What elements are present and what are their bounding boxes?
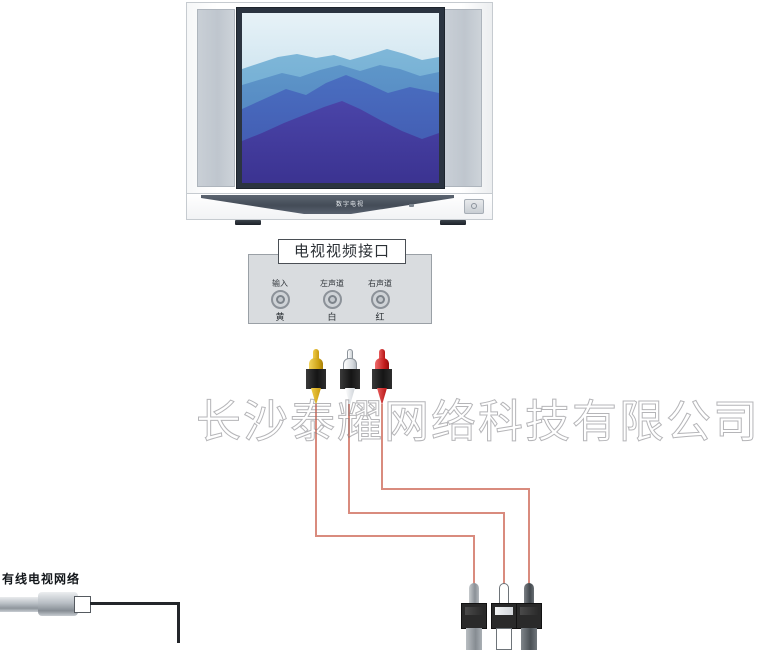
plug-tip	[524, 583, 534, 605]
plug-barrel	[372, 369, 392, 389]
white-wire-segment-drop	[503, 512, 505, 585]
yellow-wire-segment-horizontal	[315, 535, 475, 537]
coax-f-connector	[38, 592, 78, 616]
plug-barrel	[340, 369, 360, 389]
video-input-jack[interactable]	[270, 290, 290, 309]
plug-shoulder	[309, 358, 323, 371]
jack-group-right-channel: 右声道 红	[358, 278, 402, 323]
panel-title: 电视视频接口	[278, 239, 406, 264]
tv-foot-right	[440, 220, 466, 225]
jack-top-label: 右声道	[368, 279, 392, 288]
jack-color-label: 红	[375, 313, 385, 323]
watermark-text: 长沙泰耀网络科技有限公司	[196, 395, 758, 448]
right-audio-jack[interactable]	[370, 290, 390, 309]
plug-grip	[465, 607, 483, 615]
plug-tail	[466, 628, 482, 650]
coax-cable	[0, 597, 42, 612]
plug-tail	[496, 628, 512, 650]
tv-screen-bezel	[236, 7, 445, 189]
tv-video-interface-panel	[248, 254, 432, 324]
jack-group-input: 输入 黄	[258, 278, 302, 323]
plug-tip	[499, 583, 509, 605]
plug-barrel	[306, 369, 326, 389]
plug-shoulder	[375, 358, 389, 371]
power-button[interactable]	[464, 199, 484, 214]
tv-indicator-led	[409, 204, 414, 207]
plug-grip	[495, 607, 513, 615]
white-wire-segment-vertical	[348, 404, 350, 514]
plug-tail	[521, 628, 537, 650]
tv-base-panel: 数字电视	[186, 194, 493, 220]
tv-speaker-right	[444, 9, 482, 187]
tv-control-band	[201, 195, 454, 214]
red-wire-segment-vertical	[381, 404, 383, 490]
white-wire-segment-horizontal	[348, 512, 505, 514]
tv-screen	[242, 13, 439, 183]
plug-tip	[345, 388, 355, 405]
tv-speaker-left	[197, 9, 235, 187]
plug-tip	[311, 388, 321, 405]
plug-pin	[379, 349, 385, 362]
cable-source-label: 有线电视网络	[2, 572, 81, 586]
yellow-wire-segment-drop	[473, 535, 475, 585]
jack-top-label: 左声道	[320, 279, 344, 288]
yellow-wire-segment-vertical	[315, 404, 317, 537]
coax-wire-vertical	[177, 602, 180, 643]
red-wire-segment-drop	[528, 488, 530, 585]
jack-color-label: 黄	[275, 313, 285, 323]
tv-foot-left	[235, 220, 261, 225]
plug-grip	[520, 607, 538, 615]
plug-pin	[313, 349, 319, 362]
plug-tip	[469, 583, 479, 605]
jack-top-label: 输入	[272, 279, 288, 288]
tv-brand-label: 数字电视	[335, 201, 364, 208]
tv-set	[186, 2, 493, 194]
coax-connector-tip	[74, 596, 91, 613]
plug-tip	[377, 388, 387, 405]
jack-color-label: 白	[327, 313, 337, 323]
red-wire-segment-horizontal	[381, 488, 530, 490]
left-audio-jack[interactable]	[322, 290, 342, 309]
coax-wire-horizontal	[90, 602, 180, 605]
jack-group-left-channel: 左声道 白	[310, 278, 354, 323]
power-icon	[471, 203, 477, 209]
